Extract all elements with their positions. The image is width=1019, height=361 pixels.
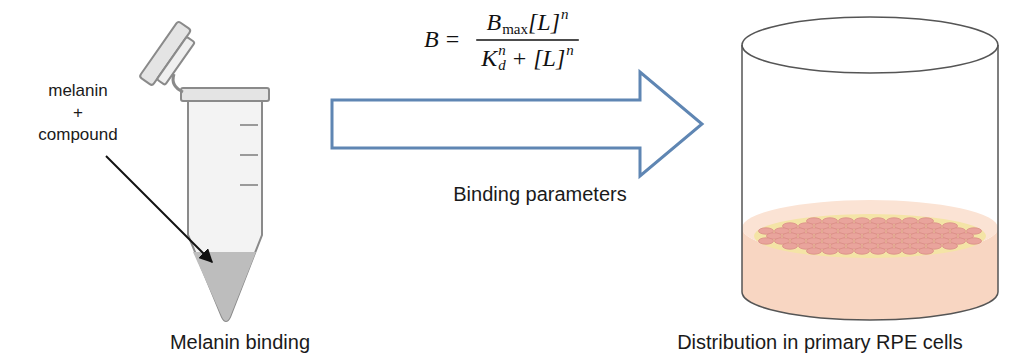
tube-body bbox=[188, 100, 262, 321]
tube-rim bbox=[181, 88, 269, 101]
formula-symbol: K bbox=[481, 46, 497, 70]
graduation-mark bbox=[240, 124, 258, 126]
hollow-arrow bbox=[332, 72, 702, 176]
tube-hinge bbox=[173, 74, 183, 92]
formula-symbol: [L] bbox=[528, 10, 560, 34]
process-label: Binding parameters bbox=[453, 184, 626, 204]
graduation-mark bbox=[240, 184, 258, 186]
eppendorf-tube bbox=[139, 21, 269, 321]
dish-base bbox=[742, 292, 998, 320]
rpe-cell bbox=[943, 243, 958, 249]
tube-cap bbox=[139, 21, 199, 92]
dish-wall bbox=[741, 45, 743, 292]
formula-symbol: n bbox=[498, 43, 506, 58]
tube-liquid bbox=[193, 252, 256, 321]
formula-symbol: B bbox=[424, 27, 439, 51]
ingredient-label: melanin + compound bbox=[33, 80, 123, 146]
rpe-cell bbox=[823, 248, 838, 254]
formula-symbol: B bbox=[487, 10, 502, 34]
rpe-cell bbox=[759, 238, 774, 244]
formula-symbol: max bbox=[502, 22, 528, 37]
panel-caption: Distribution in primary RPE cells bbox=[677, 332, 963, 352]
petri-dish bbox=[742, 17, 998, 320]
rpe-cell bbox=[887, 248, 902, 254]
rpe-cell bbox=[783, 243, 798, 249]
formula-symbol: n bbox=[561, 7, 569, 22]
rpe-cell bbox=[855, 248, 870, 254]
leader-arrow bbox=[106, 156, 212, 262]
cell-ground bbox=[754, 214, 986, 258]
rpe-cell bbox=[967, 238, 982, 244]
formula-symbol: = bbox=[446, 27, 460, 51]
formula-symbol: d bbox=[498, 58, 506, 73]
formula-symbol: [L] bbox=[533, 46, 565, 70]
dish-wall bbox=[997, 45, 999, 292]
rpe-cell bbox=[919, 248, 934, 254]
graduation-mark bbox=[240, 154, 258, 156]
rpe-cell bbox=[871, 248, 886, 254]
rpe-cell bbox=[839, 248, 854, 254]
formula-symbol: + bbox=[513, 46, 527, 70]
dish-rim bbox=[742, 17, 998, 73]
rpe-cell bbox=[903, 248, 918, 254]
panel-caption: Melanin binding bbox=[170, 332, 310, 352]
formula-symbol: n bbox=[566, 43, 574, 58]
rpe-cell bbox=[807, 248, 822, 254]
fraction-bar bbox=[476, 39, 579, 41]
